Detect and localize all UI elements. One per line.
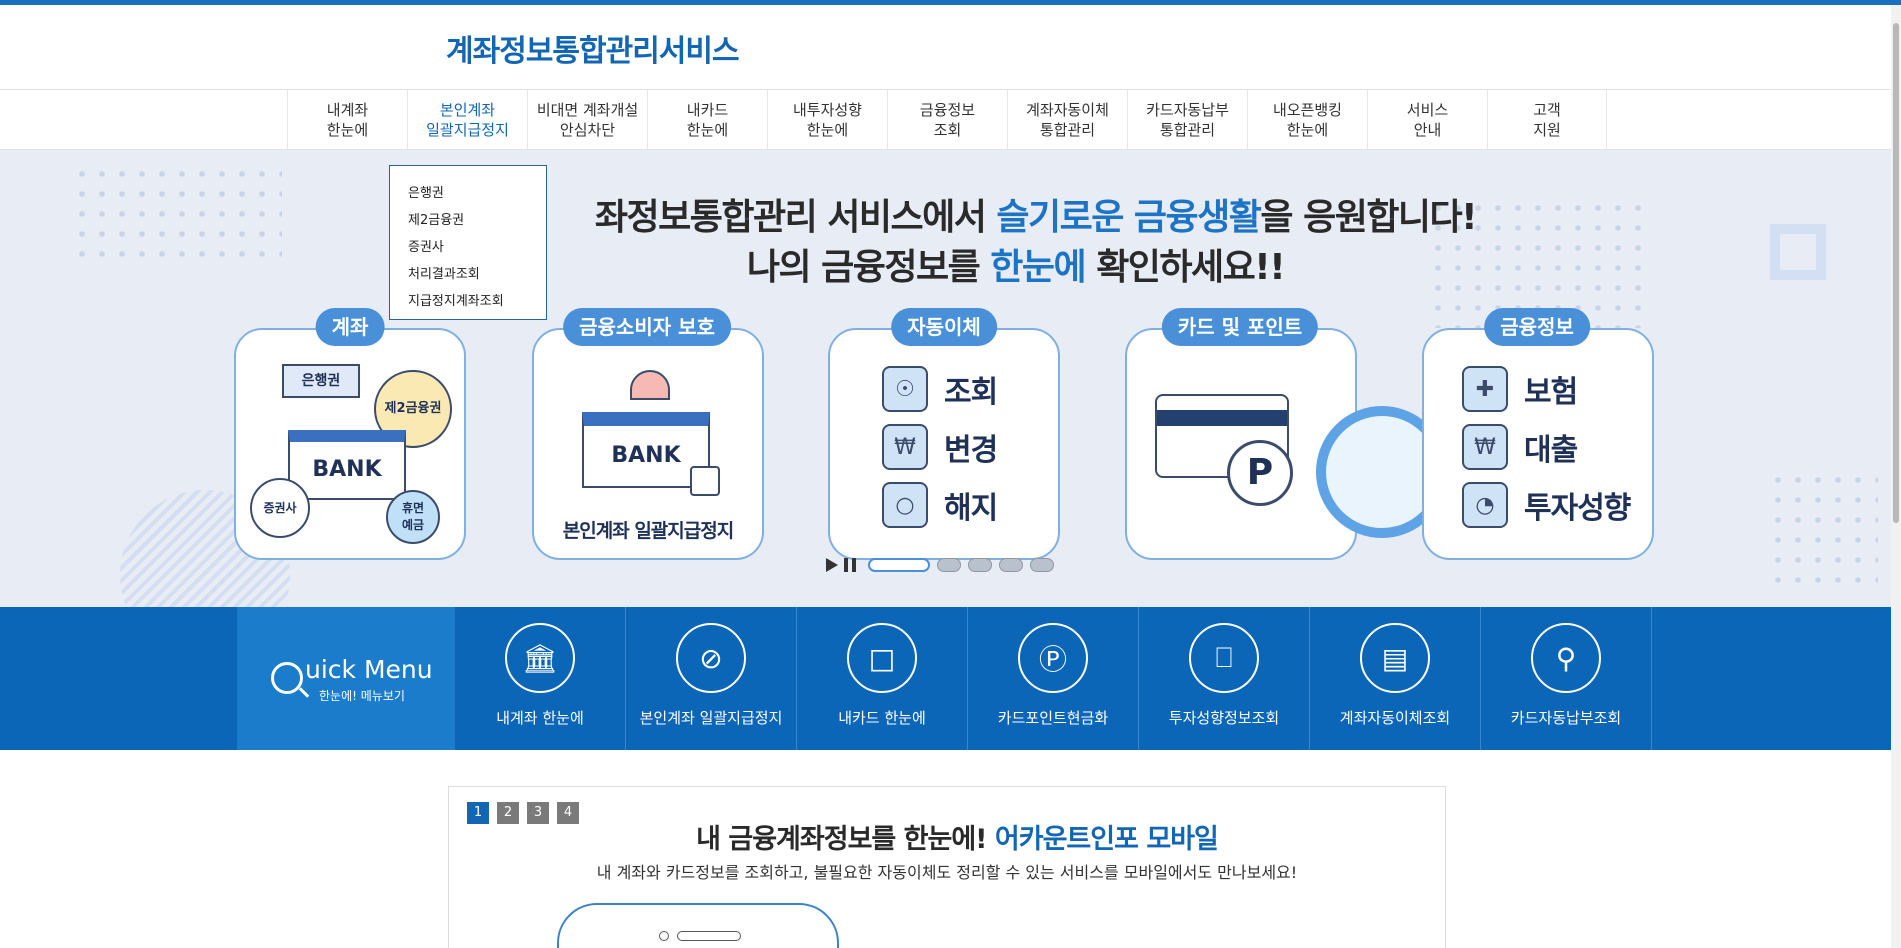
- currency-exchange-icon: ₩: [882, 424, 928, 470]
- card-label-financial-info: 금융정보: [1484, 308, 1590, 346]
- quick-item-auto-transfer[interactable]: ▤계좌자동이체조회: [1310, 607, 1481, 750]
- document-coin-icon: ▤: [1360, 623, 1430, 693]
- card-search-icon: ⚲: [1531, 623, 1601, 693]
- nav-dropdown-payment-stop: 은행권 제2금융권 증권사 처리결과조회 지급정지계좌조회: [389, 165, 547, 320]
- dropdown-item-securities[interactable]: 증권사: [408, 240, 444, 255]
- decor-square: [1770, 224, 1826, 280]
- quick-item-payment-stop[interactable]: ⊘본인계좌 일괄지급정지: [626, 607, 797, 750]
- card-label-auto-transfer: 자동이체: [891, 308, 997, 346]
- promo-page-1[interactable]: 1: [467, 802, 489, 824]
- feature-cancel: ○해지: [882, 482, 998, 528]
- piggy-bank-icon: ○: [882, 482, 928, 528]
- dropdown-item-bank[interactable]: 은행권: [408, 186, 444, 201]
- feature-inquiry: ☉조회: [882, 366, 998, 412]
- feature-loan: ₩대출: [1462, 424, 1578, 470]
- tag-bank: 은행권: [282, 364, 360, 398]
- phone-camera-icon: [659, 931, 669, 941]
- feature-change: ₩변경: [882, 424, 998, 470]
- alarm-light-icon: [630, 370, 670, 400]
- play-icon[interactable]: [826, 558, 838, 572]
- page-scrollbar[interactable]: [1891, 5, 1901, 948]
- card-financial-info[interactable]: ✚보험 ₩대출 ◔투자성향: [1422, 328, 1654, 560]
- slide-indicator-5[interactable]: [1030, 558, 1054, 572]
- tag-securities: 증권사: [250, 478, 310, 538]
- nav-item-open-banking[interactable]: 내오픈뱅킹 한눈에: [1247, 90, 1367, 149]
- phone-illustration: [557, 903, 839, 948]
- lock-icon: [690, 466, 720, 496]
- quick-menu-title[interactable]: uick Menu 한눈에! 메뉴보기: [237, 607, 455, 750]
- pause-icon[interactable]: [844, 558, 856, 572]
- hero-banner: 좌정보통합관리 서비스에서 슬기로운 금융생활을 응원합니다! 나의 금융정보를…: [0, 150, 1891, 607]
- quick-item-my-accounts[interactable]: 🏛내계좌 한눈에: [455, 607, 626, 750]
- promo-page-2[interactable]: 2: [497, 802, 519, 824]
- bank-illustration: BANK: [288, 430, 406, 500]
- nav-item-service-guide[interactable]: 서비스 안내: [1367, 90, 1487, 149]
- promo-page-4[interactable]: 4: [557, 802, 579, 824]
- search-icon: [271, 662, 303, 694]
- slide-indicator-4[interactable]: [999, 558, 1023, 572]
- promo-page-3[interactable]: 3: [527, 802, 549, 824]
- dropdown-item-result-inquiry[interactable]: 처리결과조회: [408, 267, 480, 282]
- quick-menu-bar: uick Menu 한눈에! 메뉴보기 🏛내계좌 한눈에 ⊘본인계좌 일괄지급정…: [0, 607, 1891, 750]
- nav-item-my-cards[interactable]: 내카드 한눈에: [647, 90, 767, 149]
- card-label-accounts: 계좌: [315, 308, 385, 346]
- nav-item-customer-support[interactable]: 고객 지원: [1487, 90, 1607, 149]
- main-navigation: 내계좌 한눈에 본인계좌 일괄지급정지 비대면 계좌개설 안심차단 내카드 한눈…: [0, 89, 1891, 150]
- card-label-card-points: 카드 및 포인트: [1161, 308, 1319, 346]
- bank-building-icon: 🏛: [505, 623, 575, 693]
- point-coin-icon: P: [1227, 440, 1293, 506]
- promo-mobile-section: 1 2 3 4 내 금융계좌정보를 한눈에! 어카운트인포 모바일 내 계좌와 …: [448, 786, 1446, 948]
- card-label-consumer-protection: 금융소비자 보호: [563, 308, 731, 346]
- decor-dots: [1768, 470, 1878, 590]
- card-card-points[interactable]: P: [1125, 328, 1357, 560]
- card-point-icon: Ⓟ: [1018, 623, 1088, 693]
- shield-plus-icon: ✚: [1462, 366, 1508, 412]
- feature-investment: ◔투자성향: [1462, 482, 1631, 528]
- card-auto-transfer[interactable]: ☉조회 ₩변경 ○해지: [828, 328, 1060, 560]
- quick-item-investment-profile[interactable]: ⎕투자성향정보조회: [1139, 607, 1310, 750]
- card-consumer-protection[interactable]: BANK 본인계좌 일괄지급정지: [532, 328, 764, 560]
- decor-dots: [1428, 198, 1648, 328]
- card-touch-icon: □: [847, 623, 917, 693]
- nav-item-financial-info[interactable]: 금융정보 조회: [887, 90, 1007, 149]
- promo-pager: 1 2 3 4: [467, 802, 587, 824]
- dropdown-item-stopped-accounts[interactable]: 지급정지계좌조회: [408, 294, 504, 309]
- nav-item-investment-profile[interactable]: 내투자성향 한눈에: [767, 90, 887, 149]
- document-search-icon: ☉: [882, 366, 928, 412]
- hand-coin-icon: ₩: [1462, 424, 1508, 470]
- nav-item-auto-transfer[interactable]: 계좌자동이체 통합관리: [1007, 90, 1127, 149]
- site-logo[interactable]: 계좌정보통합관리서비스: [446, 34, 740, 69]
- dropdown-item-secondary-finance[interactable]: 제2금융권: [408, 213, 465, 228]
- nav-item-nonface-block[interactable]: 비대면 계좌개설 안심차단: [527, 90, 647, 149]
- nav-item-card-autopay[interactable]: 카드자동납부 통합관리: [1127, 90, 1247, 149]
- card-caption: 본인계좌 일괄지급정지: [562, 520, 734, 542]
- quick-item-card-autopay[interactable]: ⚲카드자동납부조회: [1481, 607, 1652, 750]
- bank-illustration: BANK: [582, 412, 710, 488]
- pie-chart-icon: ◔: [1462, 482, 1508, 528]
- slider-controls: [826, 558, 1061, 572]
- quick-item-my-cards[interactable]: □내카드 한눈에: [797, 607, 968, 750]
- decor-dots: [72, 164, 282, 264]
- feature-insurance: ✚보험: [1462, 366, 1578, 412]
- scrollbar-thumb[interactable]: [1893, 23, 1899, 523]
- nav-item-payment-stop[interactable]: 본인계좌 일괄지급정지: [407, 90, 527, 149]
- promo-description: 내 계좌와 카드정보를 조회하고, 불필요한 자동이체도 정리할 수 있는 서비…: [596, 863, 1298, 882]
- monitor-search-icon: ⎕: [1189, 623, 1259, 693]
- card-block-icon: ⊘: [676, 623, 746, 693]
- hero-headline: 좌정보통합관리 서비스에서 슬기로운 금융생활을 응원합니다!: [594, 197, 1478, 238]
- promo-title: 내 금융계좌정보를 한눈에! 어카운트인포 모바일: [696, 824, 1219, 855]
- slide-indicator-3[interactable]: [968, 558, 992, 572]
- slide-indicator-1[interactable]: [868, 558, 930, 572]
- nav-item-my-accounts[interactable]: 내계좌 한눈에: [287, 90, 407, 149]
- slide-indicator-2[interactable]: [937, 558, 961, 572]
- phone-speaker-icon: [677, 931, 741, 941]
- hero-subheadline: 나의 금융정보를 한눈에 확인하세요!!: [746, 247, 1286, 288]
- top-accent-line: [0, 0, 1901, 5]
